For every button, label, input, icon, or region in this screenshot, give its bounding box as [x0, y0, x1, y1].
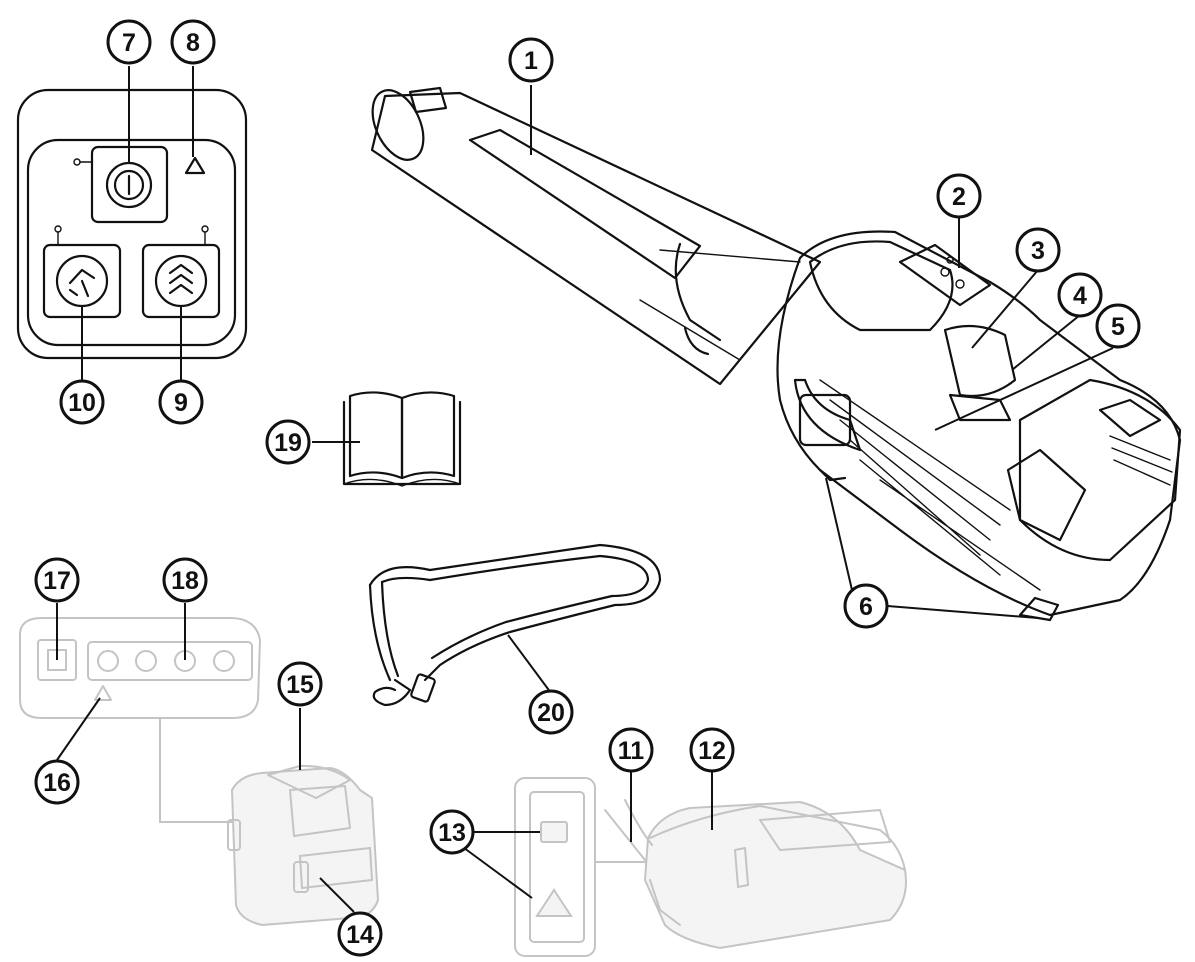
callout-number: 16	[43, 769, 71, 797]
callout-number: 15	[286, 671, 314, 699]
callout-number: 13	[438, 819, 466, 847]
callout-12: 12	[689, 727, 735, 773]
callout-number: 14	[346, 921, 374, 949]
fan-mode-icon	[42, 225, 122, 319]
callout-number: 9	[174, 389, 188, 417]
callout-number: 4	[1073, 282, 1087, 310]
callout-number: 7	[122, 29, 136, 57]
callout-18: 18	[162, 557, 208, 603]
callout-circle	[337, 911, 383, 957]
warning-triangle-icon	[184, 156, 206, 175]
callout-circle	[162, 557, 208, 603]
callout-number: 3	[1031, 237, 1045, 265]
callout-number: 1	[524, 47, 538, 75]
callout-6: 6	[843, 583, 889, 629]
callout-number: 20	[537, 699, 565, 727]
callout-circle	[528, 689, 574, 735]
callout-number: 8	[186, 29, 200, 57]
callout-circle	[1057, 272, 1103, 318]
callout-8: 8	[170, 19, 216, 65]
callout-11: 11	[608, 727, 654, 773]
callout-2: 2	[936, 173, 982, 219]
callout-circle	[689, 727, 735, 773]
leaf-blower-icon	[370, 85, 1182, 622]
callout-20: 20	[528, 689, 574, 735]
callout-circle	[277, 661, 323, 707]
callout-13: 13	[429, 809, 475, 855]
callout-number: 2	[952, 183, 966, 211]
callout-17: 17	[34, 557, 80, 603]
battery-pack-icon	[227, 708, 380, 927]
callout-3: 3	[1015, 227, 1061, 273]
callout-circle	[608, 727, 654, 773]
callout-4: 4	[1057, 272, 1103, 318]
callout-circle	[1095, 303, 1141, 349]
callout-15: 15	[277, 661, 323, 707]
callout-circle	[265, 419, 311, 465]
power-button-icon	[73, 145, 169, 224]
callout-number: 5	[1111, 313, 1125, 341]
callout-10: 10	[59, 379, 105, 425]
callout-number: 19	[274, 429, 302, 457]
callout-circle	[170, 19, 216, 65]
callout-number: 17	[43, 567, 71, 595]
callout-number: 6	[859, 593, 873, 621]
callout-5: 5	[1095, 303, 1141, 349]
callout-14: 14	[337, 911, 383, 957]
callout-circle	[429, 809, 475, 855]
shoulder-strap-icon	[368, 543, 662, 707]
callout-circle	[508, 37, 554, 83]
battery-indicator-panel	[19, 603, 261, 823]
turbo-chevron-icon	[141, 225, 221, 319]
callout-number: 12	[698, 737, 726, 765]
battery-charger-icon	[459, 772, 907, 957]
callout-circle	[34, 759, 80, 805]
callout-9: 9	[158, 379, 204, 425]
callout-circle	[106, 19, 152, 65]
callout-circle	[936, 173, 982, 219]
callout-circle	[158, 379, 204, 425]
manual-book-icon	[312, 391, 462, 487]
callout-circle	[59, 379, 105, 425]
control-panel-icon	[16, 66, 248, 380]
callout-number: 18	[171, 567, 199, 595]
callout-number: 10	[68, 389, 96, 417]
callout-16: 16	[34, 759, 80, 805]
callout-7: 7	[106, 19, 152, 65]
callout-19: 19	[265, 419, 311, 465]
callout-circle	[1015, 227, 1061, 273]
callout-1: 1	[508, 37, 554, 83]
callout-number: 11	[618, 737, 645, 765]
callout-circle	[34, 557, 80, 603]
callout-circle	[843, 583, 889, 629]
